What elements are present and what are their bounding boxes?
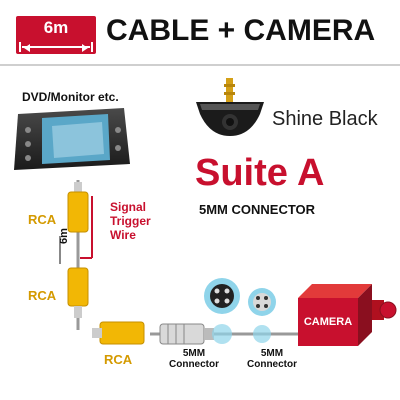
rca-pin-mid [74, 306, 82, 318]
connector-right-line-2: Connector [247, 359, 297, 370]
badge-arrows-icon [19, 42, 93, 52]
camera-box-text: CAMERA [303, 316, 353, 328]
badge-arrow-line [22, 46, 90, 48]
connector-right-line-1: 5MM [260, 348, 284, 359]
camera-box-label: CAMERA [298, 316, 358, 330]
connector-right-label: 5MM Connector [242, 348, 302, 370]
connector-5mm-left [159, 323, 205, 345]
camera-box-top [298, 284, 372, 298]
rca-pin-top [74, 182, 82, 192]
signal-label-line-3: Wire [110, 228, 136, 242]
rca-plug-mid [67, 267, 89, 307]
finish-label: Shine Black [272, 108, 378, 130]
badge-text: 6m [43, 18, 69, 37]
rca-plug-top [67, 191, 89, 233]
connector-spec: 5MM CONNECTOR [199, 202, 316, 217]
camera-box-front [298, 298, 358, 346]
header-divider [0, 64, 400, 66]
car-dvd-monitor-image [14, 108, 130, 170]
camera-product-image [196, 78, 264, 136]
signal-label-line-1: Signal [110, 200, 147, 214]
rca-label-top: RCA [28, 212, 57, 227]
suite-title: Suite A [195, 152, 325, 194]
rca-label-bottom: RCA [104, 352, 133, 367]
length-badge: 6m [16, 16, 96, 54]
connector-left-line-1: 5MM [182, 348, 206, 359]
connector-left-line-2: Connector [169, 359, 219, 370]
rca-label-mid: RCA [28, 288, 57, 303]
camera-box-side [358, 284, 372, 346]
monitor-label: DVD/Monitor etc. [22, 90, 119, 104]
connector-left-label: 5MM Connector [164, 348, 224, 370]
page-title: CABLE + CAMERA [106, 14, 376, 47]
cable-length-label: 6m [58, 228, 70, 244]
signal-label-line-2: Trigger [110, 214, 151, 228]
signal-trigger-wire-label: Signal Trigger Wire [110, 200, 151, 242]
rca-plug-bottom [99, 321, 145, 345]
